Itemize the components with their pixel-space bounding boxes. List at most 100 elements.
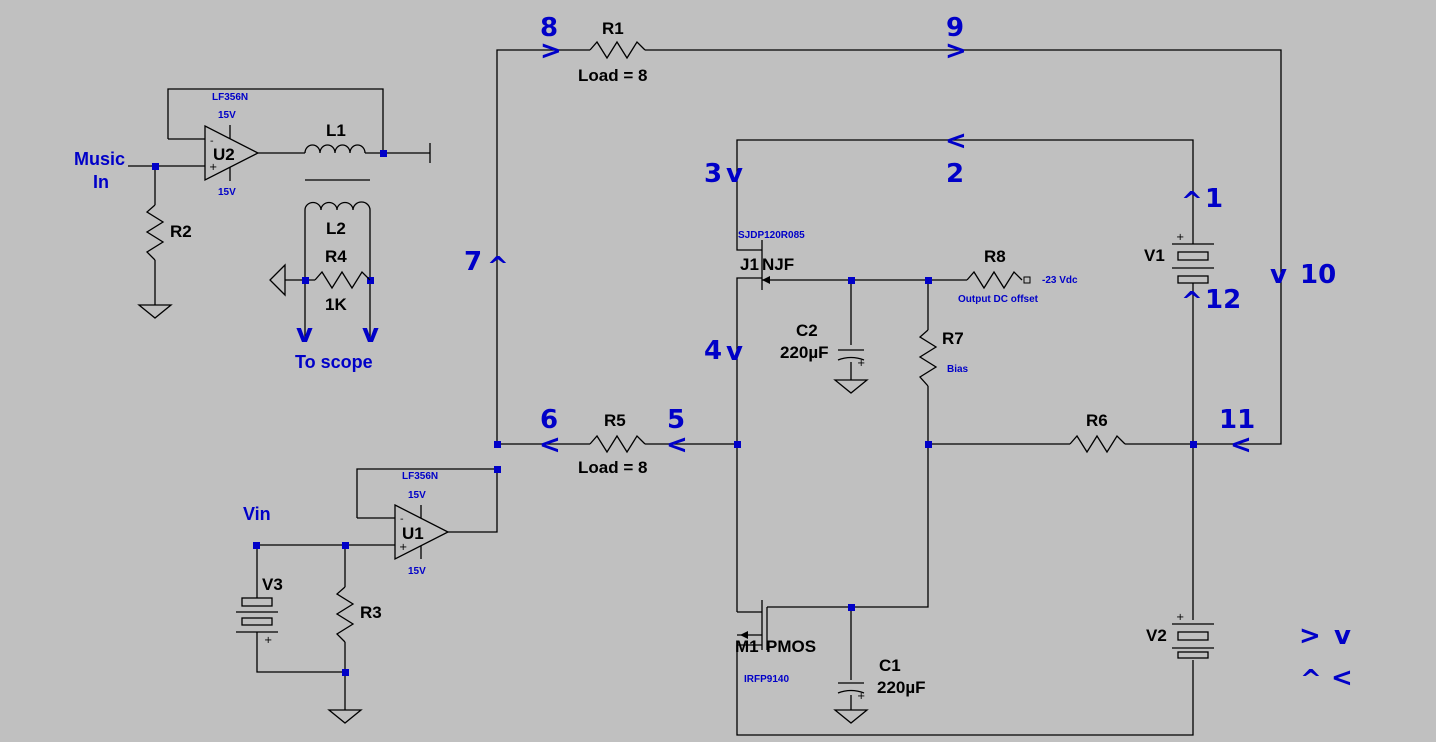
r8-name: R8: [984, 247, 1006, 266]
j1-type: NJF: [762, 255, 794, 274]
scope-arrow-right: v: [362, 319, 379, 349]
m1-name: M1: [735, 637, 759, 656]
u2-part: LF356N: [212, 92, 248, 103]
legend-right: >: [1299, 621, 1321, 651]
mosfet-m1[interactable]: M1 PMOS IRFP9140: [735, 600, 816, 685]
node-7: 7: [464, 247, 482, 277]
opamp-u2[interactable]: - + U2 LF356N 15V 15V: [204, 92, 260, 198]
v1-plus: +: [1176, 232, 1184, 243]
u2-vneg: 15V: [218, 187, 236, 198]
resistor-r7[interactable]: R7 Bias: [918, 329, 969, 387]
r5-name: R5: [604, 411, 626, 430]
capacitor-c2[interactable]: + C2 220µF: [780, 321, 865, 369]
node-11: 11: [1219, 405, 1255, 435]
l2-name: L2: [326, 219, 346, 238]
node-5-arrow: <: [666, 430, 688, 460]
j1-name: J1: [740, 255, 759, 274]
u1-vpos: 15V: [408, 490, 426, 501]
c1-name: C1: [879, 656, 901, 675]
node-4: 4: [704, 336, 722, 366]
node-markers: 8 > 9 > < 2 3 v ^ 1 ^ 12 v 10 7 ^ 4 v 6 …: [464, 13, 1336, 460]
inductor-l2[interactable]: L2: [304, 201, 371, 238]
v3-plus: +: [264, 635, 272, 646]
node-9: 9: [946, 13, 964, 43]
voltage-source-v2[interactable]: + V2: [1146, 612, 1214, 659]
scope-arrow-left: v: [296, 319, 313, 349]
r6-name: R6: [1086, 411, 1108, 430]
u2-name: U2: [213, 145, 235, 164]
inductor-l1[interactable]: L1: [304, 121, 431, 181]
music-in-label-1: Music: [74, 149, 125, 169]
wires: [128, 49, 1282, 736]
r7-value: Bias: [947, 364, 969, 375]
c2-plus: +: [857, 358, 865, 369]
node-3: 3: [704, 159, 722, 189]
m1-part: IRFP9140: [744, 674, 789, 685]
j1-part: SJDP120R085: [738, 230, 805, 241]
r4-name: R4: [325, 247, 347, 266]
to-scope-label: To scope: [295, 352, 373, 372]
node-3-arrow: v: [726, 159, 743, 189]
v2-plus: +: [1176, 612, 1184, 623]
junctions: [152, 150, 1197, 676]
net-labels: Music In To scope Vin: [74, 149, 373, 524]
node-8-arrow: >: [540, 36, 562, 66]
resistor-r5[interactable]: R5 Load = 8: [578, 411, 647, 477]
v1-name: V1: [1144, 246, 1165, 265]
r7-name: R7: [942, 329, 964, 348]
u1-plus: +: [399, 542, 407, 553]
voltage-source-v1[interactable]: + V1: [1144, 232, 1214, 300]
node-12-arrow: ^: [1181, 287, 1203, 317]
c1-value: 220µF: [877, 678, 926, 697]
scope-probe-arrows: v v: [296, 319, 379, 349]
node-2-arrow: <: [945, 126, 967, 156]
arrow-legend: > v ^ <: [1299, 621, 1353, 695]
r3-name: R3: [360, 603, 382, 622]
resistor-r2[interactable]: R2: [145, 204, 192, 261]
opamp-u1[interactable]: - + U1 LF356N 15V 15V: [394, 471, 450, 577]
r4-value: 1K: [325, 295, 347, 314]
r2-name: R2: [170, 222, 192, 241]
node-5: 5: [667, 405, 685, 435]
r1-value: Load = 8: [578, 66, 647, 85]
resistor-r8[interactable]: R8 -23 Vdc Output DC offset: [958, 247, 1078, 305]
resistor-r4[interactable]: R4 1K: [314, 247, 371, 314]
capacitor-c1[interactable]: + C1 220µF: [837, 656, 926, 702]
resistor-r1[interactable]: R1 Load = 8: [578, 19, 647, 85]
ground-symbols: [137, 263, 869, 724]
node-1-arrow: ^: [1181, 187, 1203, 217]
u1-part: LF356N: [402, 471, 438, 482]
l1-name: L1: [326, 121, 346, 140]
resistor-r3[interactable]: R3: [335, 586, 382, 643]
music-in-label-2: In: [93, 172, 109, 192]
u2-vpos: 15V: [218, 110, 236, 121]
node-11-arrow: <: [1230, 430, 1252, 460]
c2-value: 220µF: [780, 343, 829, 362]
node-8: 8: [540, 13, 558, 43]
voltage-source-v3[interactable]: + V3: [236, 575, 283, 646]
legend-left: <: [1331, 663, 1353, 693]
v2-name: V2: [1146, 626, 1167, 645]
u2-plus: +: [209, 162, 217, 173]
c1-plus: +: [857, 691, 865, 702]
m1-type: PMOS: [766, 637, 816, 656]
node-2: 2: [946, 159, 964, 189]
v3-name: V3: [262, 575, 283, 594]
node-10-arrow: v: [1270, 260, 1287, 290]
u2-minus: -: [210, 136, 214, 147]
c2-name: C2: [796, 321, 818, 340]
resistor-r6[interactable]: R6: [1069, 411, 1126, 454]
legend-up: ^: [1300, 665, 1322, 695]
r8-note: Output DC offset: [958, 294, 1039, 305]
node-9-arrow: >: [945, 36, 967, 66]
node-10: 10: [1300, 260, 1336, 290]
r1-name: R1: [602, 19, 624, 38]
node-4-arrow: v: [726, 337, 743, 367]
jfet-j1[interactable]: SJDP120R085 J1 NJF: [736, 230, 805, 290]
node-12: 12: [1205, 285, 1241, 315]
u1-vneg: 15V: [408, 566, 426, 577]
u1-name: U1: [402, 524, 424, 543]
node-7-arrow: ^: [487, 252, 509, 282]
